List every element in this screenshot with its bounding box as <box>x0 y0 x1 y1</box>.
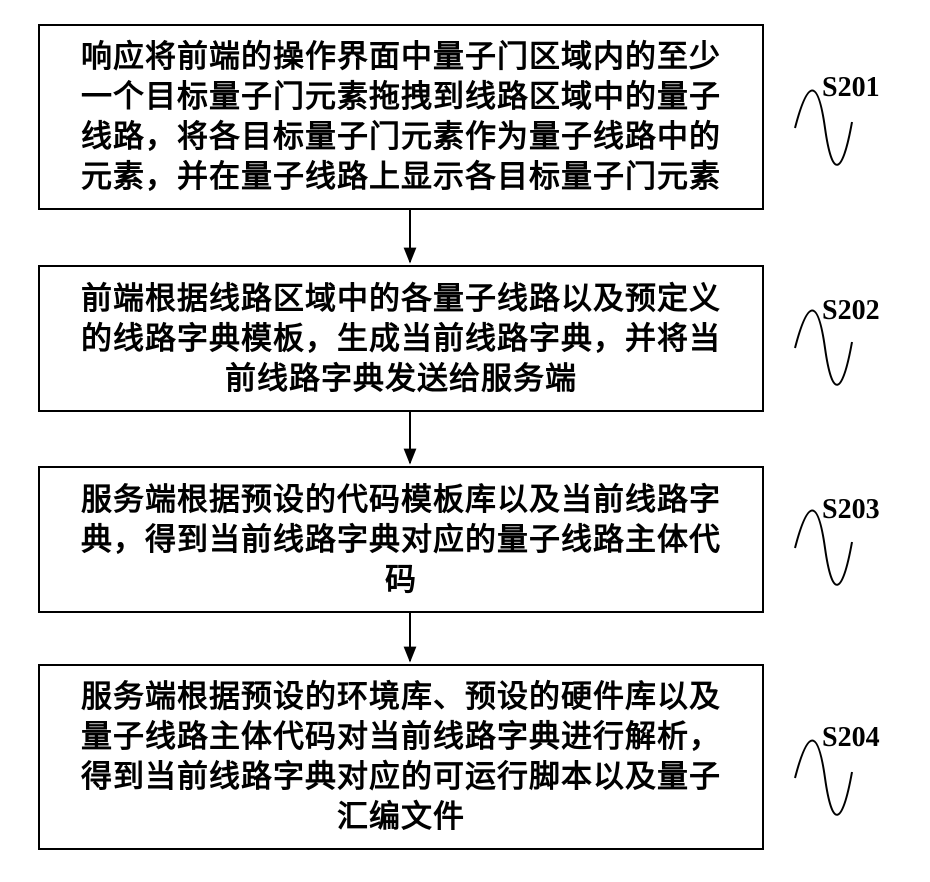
step-text-s204: 服务端根据预设的环境库、预设的硬件库以及 量子线路主体代码对当前线路字典进行解析… <box>81 677 721 837</box>
step-label-s201: S201 <box>822 72 880 104</box>
step-box-s202: 前端根据线路区域中的各量子线路以及预定义 的线路字典模板，生成当前线路字典，并将… <box>38 265 764 412</box>
step-box-s201: 响应将前端的操作界面中量子门区域内的至少 一个目标量子门元素拖拽到线路区域中的量… <box>38 24 764 210</box>
step-box-s203: 服务端根据预设的代码模板库以及当前线路字 典，得到当前线路字典对应的量子线路主体… <box>38 466 764 613</box>
step-text-s201: 响应将前端的操作界面中量子门区域内的至少 一个目标量子门元素拖拽到线路区域中的量… <box>81 37 721 197</box>
step-text-s203: 服务端根据预设的代码模板库以及当前线路字 典，得到当前线路字典对应的量子线路主体… <box>81 480 721 600</box>
step-label-s202: S202 <box>822 295 880 327</box>
step-label-s204: S204 <box>822 722 880 754</box>
step-box-s204: 服务端根据预设的环境库、预设的硬件库以及 量子线路主体代码对当前线路字典进行解析… <box>38 664 764 850</box>
step-text-s202: 前端根据线路区域中的各量子线路以及预定义 的线路字典模板，生成当前线路字典，并将… <box>81 279 721 399</box>
step-label-s203: S203 <box>822 494 880 526</box>
